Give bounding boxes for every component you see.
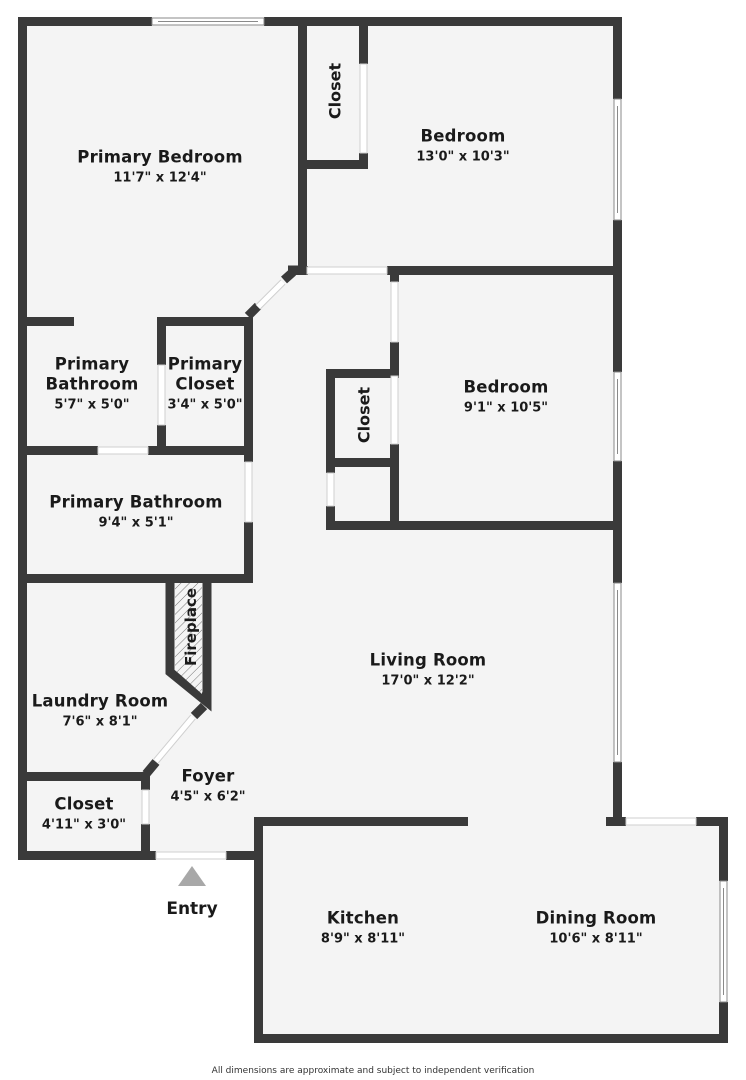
room-name: Primary Bedroom [77, 147, 243, 167]
fireplace-hatch [175, 583, 202, 694]
room-closet-mid: Closet [354, 386, 374, 444]
room-name: Living Room [369, 650, 487, 670]
room-name: Laundry Room [31, 691, 169, 711]
room-dimensions: 9'4" x 5'1" [98, 515, 174, 531]
room-name: Bedroom [420, 126, 506, 146]
walls [18, 17, 728, 1043]
room-primary-bathroom-small: Primary Bathroom 5'7" x 5'0" [46, 355, 139, 414]
room-dimensions: 17'0" x 12'2" [381, 673, 475, 689]
room-dimensions: 9'1" x 10'5" [463, 400, 549, 416]
room-laundry-room: Laundry Room 7'6" x 8'1" [32, 692, 169, 731]
room-living-room: Living Room 17'0" x 12'2" [370, 651, 487, 690]
room-primary-closet: Primary Closet 3'4" x 5'0" [167, 355, 242, 414]
room-name-line-2: Closet [175, 374, 235, 394]
room-bedroom-2: Bedroom 9'1" x 10'5" [464, 378, 549, 417]
room-closet-foyer: Closet 4'11" x 3'0" [42, 795, 126, 834]
room-name: Bedroom [463, 377, 549, 397]
room-name: Kitchen [326, 908, 400, 928]
room-dining-room: Dining Room 10'6" x 8'11" [536, 909, 657, 948]
room-name-line-2: Bathroom [45, 374, 139, 394]
disclaimer-footer: All dimensions are approximate and subje… [211, 1066, 535, 1076]
room-closet-top: Closet [325, 62, 345, 120]
room-primary-bathroom-large: Primary Bathroom 9'4" x 5'1" [49, 493, 222, 532]
room-dimensions: 4'5" x 6'2" [170, 789, 246, 805]
room-dimensions: 3'4" x 5'0" [167, 397, 243, 413]
room-dimensions: 11'7" x 12'4" [113, 170, 207, 186]
room-name: Foyer [181, 766, 235, 786]
room-dimensions: 4'11" x 3'0" [41, 817, 127, 833]
entry-label: Entry [166, 899, 218, 919]
windows [151, 17, 728, 1003]
room-primary-bedroom: Primary Bedroom 11'7" x 12'4" [77, 148, 242, 187]
diagonal-walls [142, 265, 298, 777]
room-dimensions: 5'7" x 5'0" [54, 397, 130, 413]
room-dimensions: 8'9" x 8'11" [320, 931, 406, 947]
room-name: Closet [54, 794, 114, 814]
room-name-line-1: Primary [54, 354, 130, 374]
door-openings [97, 63, 697, 860]
room-dimensions: 7'6" x 8'1" [62, 714, 138, 730]
fireplace-label: Fireplace [182, 587, 200, 667]
room-bedroom-1: Bedroom 13'0" x 10'3" [416, 127, 509, 166]
room-dimensions: 13'0" x 10'3" [416, 149, 510, 165]
room-name: Dining Room [535, 908, 657, 928]
room-name: Primary Bathroom [49, 492, 223, 512]
entry-triangle-icon [178, 866, 206, 886]
room-dimensions: 10'6" x 8'11" [549, 931, 643, 947]
room-name-line-1: Primary [167, 354, 243, 374]
room-foyer: Foyer 4'5" x 6'2" [170, 767, 245, 806]
room-kitchen: Kitchen 8'9" x 8'11" [321, 909, 405, 948]
